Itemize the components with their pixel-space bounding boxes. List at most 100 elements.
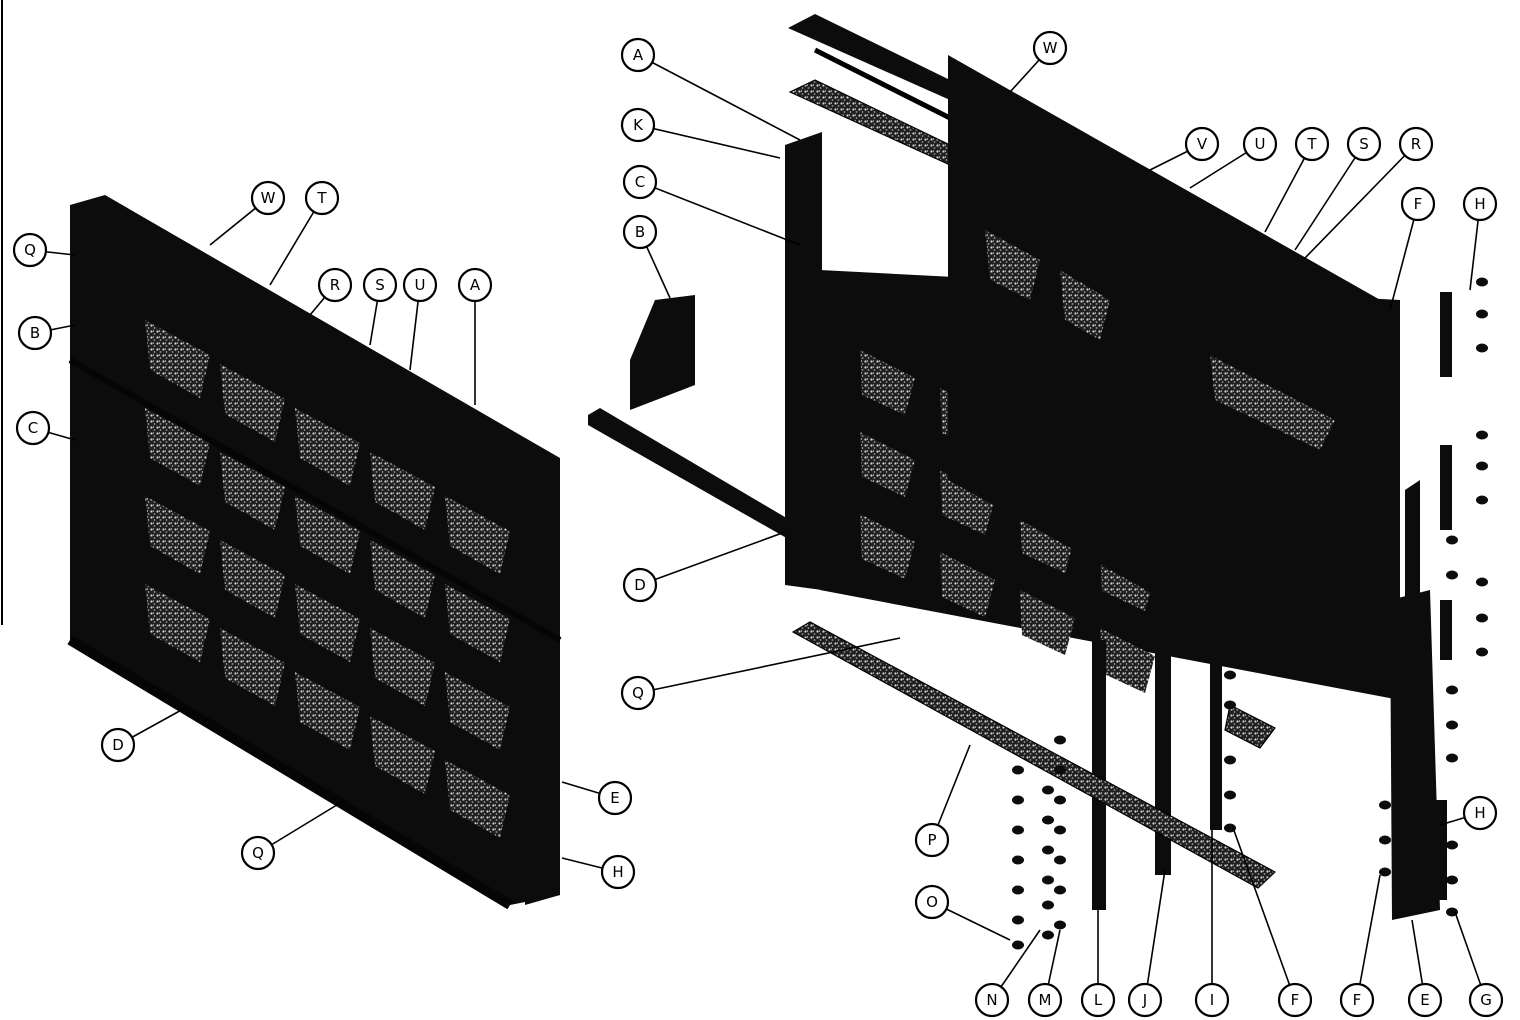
callout-circle <box>1346 126 1382 162</box>
callout-right-f: F <box>1339 874 1381 1018</box>
callout-circle <box>1294 126 1330 162</box>
callout-label: I <box>1210 991 1214 1009</box>
callout-right-i: I <box>1194 830 1230 1018</box>
fastener <box>1042 900 1054 910</box>
fastener-set <box>1012 277 1488 950</box>
fastener <box>1054 765 1066 775</box>
callout-circle <box>1184 126 1220 162</box>
panel-mesh <box>1210 355 1335 450</box>
bracket-b <box>630 295 695 410</box>
mesh-cell <box>145 408 210 486</box>
callout-label: E <box>1420 991 1429 1009</box>
callout-right-e: E <box>1407 919 1443 1018</box>
leader-line <box>1294 143 1365 251</box>
fastener <box>1476 613 1488 623</box>
callout-label: Q <box>252 844 264 862</box>
callout-circle <box>620 37 656 73</box>
callout-circle <box>402 267 438 303</box>
mesh-cell <box>940 470 995 535</box>
leader-line <box>637 54 801 141</box>
callout-circle <box>1127 982 1163 1018</box>
fastener <box>1476 430 1488 440</box>
callout-circle <box>622 214 658 250</box>
callout-left-h: H <box>561 854 636 890</box>
fastener <box>1012 885 1024 895</box>
leader-line <box>1231 824 1296 1001</box>
back-panel-w <box>948 55 1398 690</box>
leader-line <box>1356 874 1381 1001</box>
callout-circle <box>1400 186 1436 222</box>
fastener <box>1042 875 1054 885</box>
callout-label: W <box>1043 39 1058 57</box>
fastener <box>1446 753 1458 763</box>
callout-label: M <box>1039 991 1052 1009</box>
strip-h-top <box>1440 292 1452 377</box>
fastener <box>1042 815 1054 825</box>
callout-label: S <box>1359 135 1369 153</box>
rail <box>68 357 562 643</box>
mesh-cell <box>445 584 510 662</box>
mesh-cell <box>370 628 435 706</box>
callout-right-t: T <box>1264 126 1330 233</box>
fastener <box>1379 835 1391 845</box>
callout-circle <box>1339 982 1375 1018</box>
callout-circle <box>622 164 658 200</box>
callout-left-s: S <box>362 267 398 346</box>
fastener <box>1446 875 1458 885</box>
callout-label: H <box>1474 195 1485 213</box>
callout-circle <box>1468 982 1504 1018</box>
callout-right-n: N <box>974 929 1041 1018</box>
fastener <box>1379 800 1391 810</box>
fastener <box>1446 535 1458 545</box>
mesh-cell <box>220 628 285 706</box>
callout-label: T <box>316 189 327 207</box>
callout-circle <box>317 267 353 303</box>
left-unit-side <box>525 458 560 905</box>
callout-circle <box>362 267 398 303</box>
callout-left-u: U <box>402 267 438 371</box>
fastener <box>1224 670 1236 680</box>
callout-label: R <box>330 276 340 294</box>
callout-label: Q <box>632 684 644 702</box>
fastener <box>1012 825 1024 835</box>
strip-h <box>1440 445 1452 530</box>
callout-circle <box>17 315 53 351</box>
callout-right-j: J <box>1127 869 1166 1018</box>
callout-label: A <box>633 46 644 64</box>
rail-bottom <box>67 635 513 910</box>
callout-label: G <box>1480 991 1492 1009</box>
callout-circle <box>620 675 656 711</box>
fastener <box>1476 577 1488 587</box>
callout-label: U <box>415 276 426 294</box>
panel-mesh <box>985 230 1040 300</box>
mesh-cell <box>220 364 285 442</box>
callout-right-w: W <box>1009 30 1068 93</box>
mesh-cell <box>370 716 435 794</box>
callout-circle <box>1398 126 1434 162</box>
callout-circle <box>597 780 633 816</box>
fastener <box>1012 795 1024 805</box>
callout-circle <box>1080 982 1116 1018</box>
callout-label: V <box>1197 135 1208 153</box>
left-unit-mesh-cells <box>145 320 510 838</box>
post-j <box>1155 540 1171 875</box>
panel-mesh <box>1060 270 1110 340</box>
fastener <box>1054 920 1066 930</box>
mesh-cell <box>1020 590 1075 655</box>
callout-label: U <box>1255 135 1266 153</box>
fastener <box>1042 930 1054 940</box>
callout-label: B <box>30 324 40 342</box>
strip-h-bottom <box>1435 800 1447 900</box>
callout-label: P <box>927 831 936 849</box>
mesh-cell <box>445 760 510 838</box>
callout-circle <box>1027 982 1063 1018</box>
side-strip <box>1405 480 1420 605</box>
callout-left-w: W <box>209 180 286 246</box>
callout-label: F <box>1414 195 1423 213</box>
callout-left-d: D <box>100 707 186 763</box>
callout-circle <box>250 180 286 216</box>
fastener <box>1446 720 1458 730</box>
mesh-cell <box>145 584 210 662</box>
